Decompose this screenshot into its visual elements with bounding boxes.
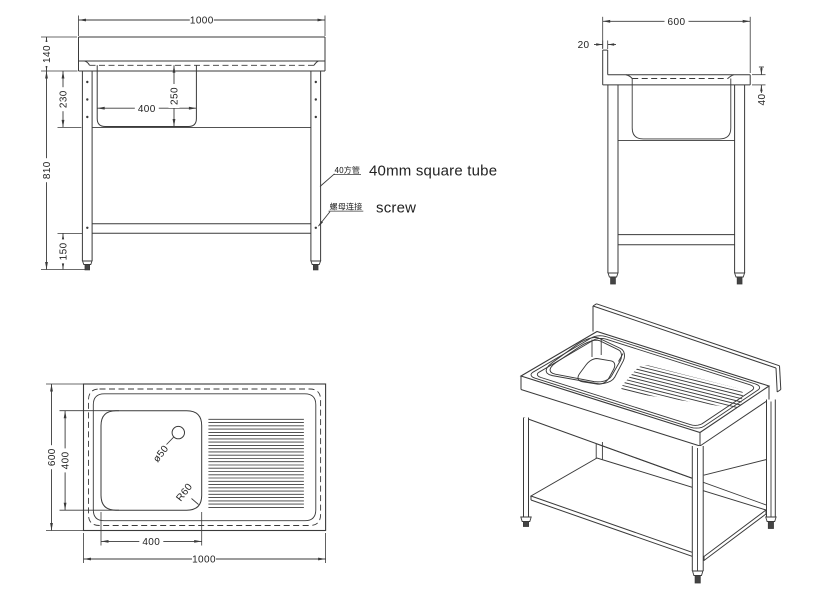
- front-view: 1000 140 230 810 150 400 250 40mm square…: [41, 14, 497, 271]
- plan-sink-bowl: [100, 410, 203, 511]
- iso-under-shelf: [529, 457, 768, 562]
- front-dim-bowl-drop: 230: [59, 90, 70, 108]
- front-callout-tube-cn: [334, 166, 360, 174]
- iso-apron: [523, 417, 770, 507]
- front-callout-square-tube: 40mm square tube: [319, 163, 497, 187]
- iso-leg-back-right: [766, 399, 776, 517]
- side-dimensions: 600 20 40: [578, 15, 768, 106]
- front-under-shelf: [92, 223, 311, 234]
- front-dim-overall-width: 1000: [190, 16, 214, 27]
- side-dim-splash-thickness: 20: [578, 40, 590, 51]
- plan-dim-overall-depth: 600: [47, 448, 58, 466]
- iso-drainboard: [621, 365, 743, 408]
- iso-foot-back-right: [765, 516, 777, 529]
- front-callout-screw: screw: [318, 200, 416, 227]
- front-dimensions: 1000 140 230 810 150 400 250: [41, 14, 326, 270]
- front-callout-screw-en: screw: [376, 200, 416, 217]
- side-under-shelf: [618, 234, 735, 246]
- side-sink-bowl: [631, 78, 732, 140]
- iso-backsplash: [592, 303, 782, 393]
- iso-foot-front-left: [520, 516, 532, 527]
- front-top-assembly: [78, 36, 326, 72]
- side-countertop: [602, 74, 751, 86]
- side-dim-overall-depth: 600: [668, 17, 686, 28]
- plan-dim-bowl-width: 400: [142, 537, 160, 548]
- front-dim-bowl-depth: 250: [170, 87, 181, 105]
- side-view: 600 20 40: [578, 15, 768, 285]
- side-feet: [607, 272, 746, 285]
- side-legs: [607, 84, 746, 273]
- front-legs: [81, 71, 322, 261]
- iso-view: [519, 303, 782, 584]
- front-sink-bowl: [96, 65, 197, 127]
- plan-label-corner-radius: R60: [174, 481, 195, 503]
- plan-dimensions: 600 400 400 1000: [46, 383, 327, 566]
- iso-leg-front-left: [523, 417, 529, 517]
- plan-countertop: [82, 383, 327, 532]
- front-dim-top-height: 140: [42, 45, 53, 63]
- plan-label-drain-hole: ø50: [151, 443, 171, 464]
- front-dim-under-height: 810: [42, 161, 53, 179]
- plan-corner-radius-label: R60: [174, 481, 199, 505]
- iso-sink-bowl: [545, 336, 625, 385]
- front-callout-tube-en: 40mm square tube: [369, 163, 497, 180]
- front-feet: [81, 260, 322, 271]
- iso-foot-front-right: [691, 570, 704, 584]
- side-backsplash: [602, 49, 609, 85]
- side-dim-top-thickness: 40: [757, 94, 768, 106]
- plan-dim-overall-width: 1000: [192, 555, 216, 566]
- front-callout-screw-cn: [329, 202, 362, 211]
- front-dim-bowl-width: 400: [138, 104, 156, 115]
- plan-dim-bowl-depth: 400: [61, 451, 72, 469]
- plan-drainboard: [208, 418, 304, 508]
- front-dim-foot-height: 150: [59, 242, 70, 260]
- plan-view: ø50 R60 600 400 400 1000: [46, 383, 327, 566]
- iso-countertop: [519, 330, 771, 447]
- plan-drain-hole: ø50: [151, 425, 186, 465]
- iso-leg-front-right: [691, 446, 704, 571]
